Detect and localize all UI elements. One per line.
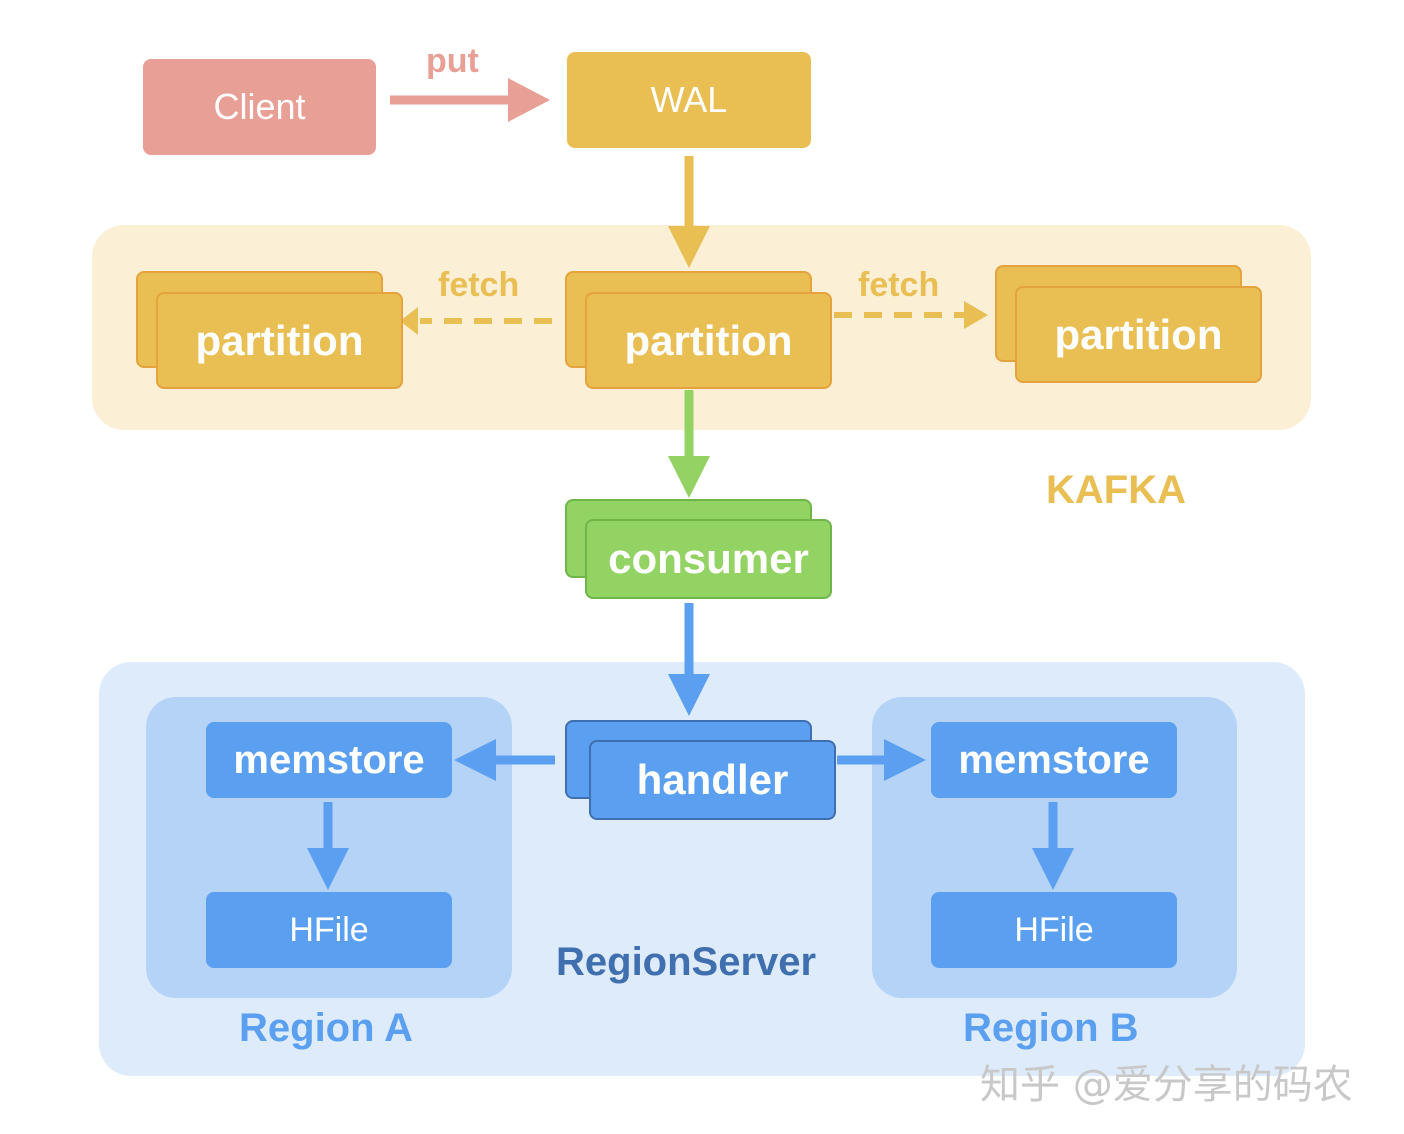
partition-left-label: partition [195, 316, 364, 364]
partition-center-node: partition [565, 271, 833, 391]
memstore-b-node: memstore [931, 722, 1177, 798]
kafka-group-label: KAFKA [1046, 468, 1186, 512]
hfile-b-node: HFile [931, 892, 1177, 968]
handler-label: handler [636, 756, 789, 803]
client-label: Client [213, 86, 306, 127]
partition-right-node: partition [995, 265, 1263, 385]
memstore-b-label: memstore [958, 737, 1150, 782]
partition-right-label: partition [1054, 310, 1223, 358]
consumer-node: consumer [565, 499, 833, 600]
client-node: Client [143, 59, 376, 155]
partition-right-front-layer: partition [1015, 286, 1262, 383]
memstore-a-to-hfile-a-arrow [307, 802, 349, 890]
hfile-a-label: HFile [289, 910, 369, 949]
handler-to-memstore-b-arrow [837, 739, 926, 781]
wal-to-partition-arrow [668, 156, 710, 268]
handler-to-memstore-a-arrow [454, 739, 555, 781]
partition-center-front-layer: partition [585, 292, 832, 389]
fetch-right-label: fetch [858, 266, 940, 304]
consumer-label: consumer [608, 535, 809, 582]
consumer-to-handler-arrow [668, 603, 710, 716]
hfile-a-node: HFile [206, 892, 452, 968]
handler-front-layer: handler [589, 740, 836, 820]
fetch-right-arrow [834, 301, 988, 329]
wal-label: WAL [650, 79, 728, 120]
watermark: 知乎 @爱分享的码农 [980, 1062, 1353, 1108]
regionserver-group-label: RegionServer [556, 940, 817, 984]
partition-left-front-layer: partition [156, 292, 403, 389]
region-b-label: Region B [963, 1006, 1139, 1050]
memstore-a-node: memstore [206, 722, 452, 798]
memstore-b-to-hfile-b-arrow [1032, 802, 1074, 890]
partition-center-label: partition [624, 316, 793, 364]
hfile-b-label: HFile [1014, 910, 1094, 949]
fetch-left-arrow [400, 307, 552, 335]
fetch-left-label: fetch [438, 266, 520, 304]
partition-left-node: partition [136, 271, 404, 391]
region-a-label: Region A [239, 1006, 414, 1050]
partition-to-consumer-arrow [668, 390, 710, 498]
consumer-front-layer: consumer [585, 519, 832, 599]
handler-node: handler [565, 720, 837, 820]
memstore-a-label: memstore [233, 737, 425, 782]
wal-node: WAL [567, 52, 811, 148]
put-arrow [390, 78, 550, 122]
put-label: put [426, 42, 479, 80]
